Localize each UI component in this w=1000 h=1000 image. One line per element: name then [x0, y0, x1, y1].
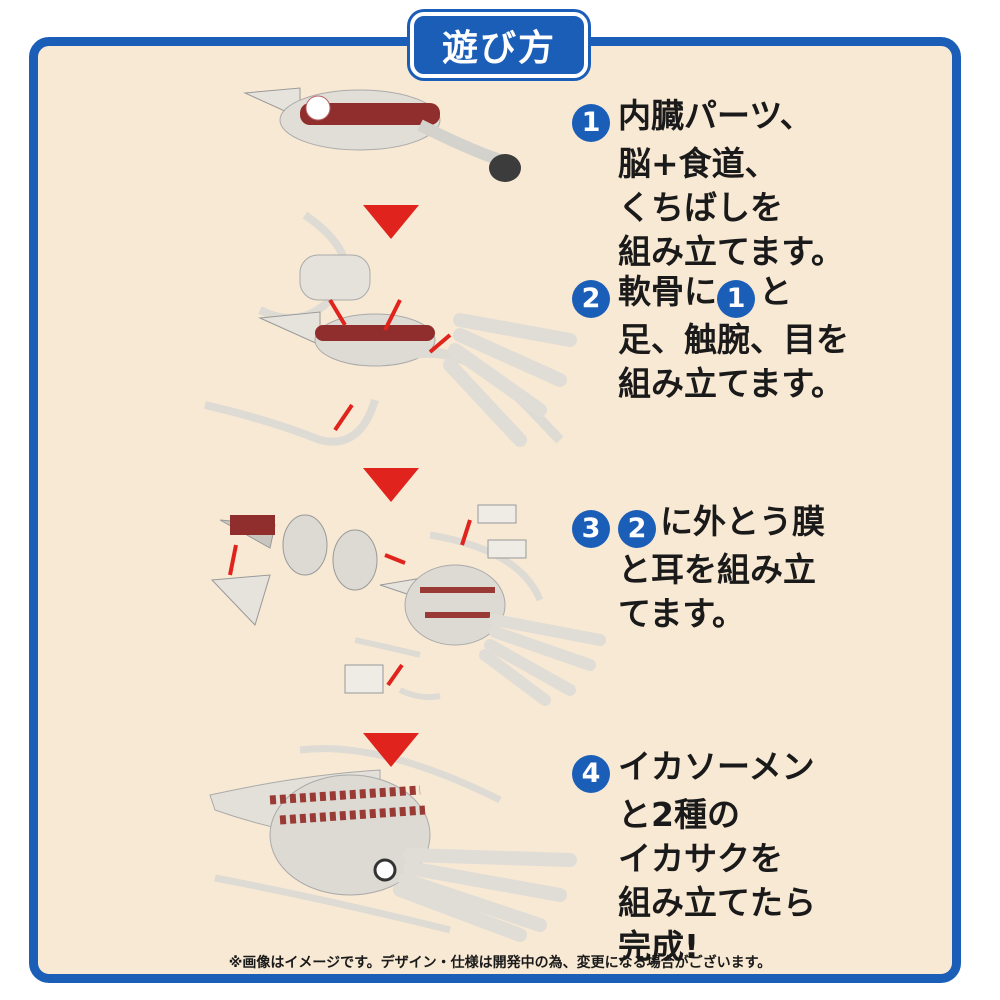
step-text: 脳+食道、 — [618, 144, 778, 183]
organ-parts-illustration — [243, 87, 521, 182]
step-text: に外とう膜 — [660, 502, 825, 541]
disclaimer-note: ※画像はイメージです。デザイン・仕様は開発中の為、変更になる場合がございます。 — [228, 955, 772, 971]
mantle-illustration — [210, 504, 606, 706]
step-text: 足、触腕、目を — [618, 320, 849, 359]
step-reference-badge: 2 — [618, 510, 656, 548]
step-number-badge: 3 — [572, 510, 610, 548]
cartilage-illustration — [204, 211, 577, 447]
step-text: と2種の — [618, 795, 740, 834]
step-number-badge: 2 — [572, 280, 610, 318]
step-text: 組み立てます。 — [618, 232, 845, 271]
step-text: 組み立てます。 — [618, 364, 845, 403]
down-arrow-icon — [363, 733, 419, 767]
step-text: 完成! — [618, 927, 700, 966]
step-reference-badge: 1 — [717, 280, 755, 318]
step-text: てます。 — [618, 594, 746, 633]
down-arrow-icon — [363, 205, 419, 239]
step-number-badge: 1 — [572, 104, 610, 142]
step-text: 軟骨に — [618, 272, 717, 311]
completed-squid-illustration — [209, 745, 577, 942]
step-text: イカサクを — [618, 839, 783, 878]
step-text: イカソーメン — [618, 747, 815, 786]
down-arrow-icon — [363, 468, 419, 502]
step-text: と — [759, 272, 792, 311]
step-text: 内臓パーツ、 — [618, 96, 813, 135]
page-title: 遊び方 — [410, 12, 588, 78]
step-text: くちばしを — [618, 188, 783, 227]
step-number-badge: 4 — [572, 755, 610, 793]
step-text: 組み立てたら — [618, 883, 816, 922]
step-text: と耳を組み立 — [618, 550, 816, 589]
